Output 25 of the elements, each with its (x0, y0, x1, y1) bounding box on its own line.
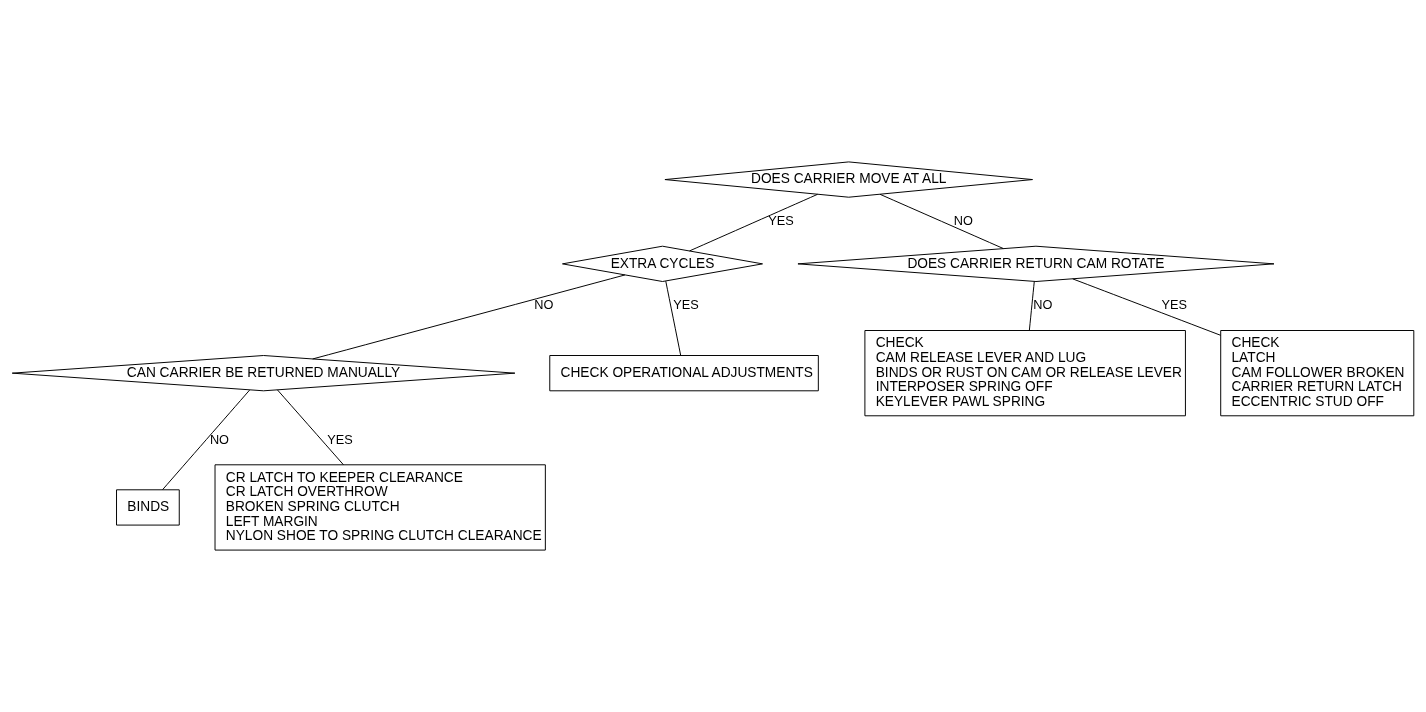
node-diamond: DOES CARRIER MOVE AT ALL (664, 161, 1033, 198)
connector (665, 280, 682, 356)
edge-label: YES (768, 213, 794, 229)
node-box: BINDS (116, 489, 180, 526)
edge-label: NO (534, 297, 554, 313)
node-box: CHECK CAM RELEASE LEVER AND LUG BINDS OR RUST ON CAM OR RELEASE LEVER INTERPOSER SPRING OFF KEYLEVER PAWL SPRING (864, 330, 1186, 417)
node-diamond: CAN CARRIER BE RETURNED MANUALLY (11, 355, 516, 392)
node-box: CHECK LATCH CAM FOLLOWER BROKEN CARRIER RETURN LATCH ECCENTRIC STUD OFF (1220, 330, 1415, 417)
node-box: CR LATCH TO KEEPER CLEARANCE CR LATCH OVERTHROW BROKEN SPRING CLUTCH LEFT MARGIN NYLON SHOE TO SPRING CLUTCH CLEARANCE (214, 464, 546, 551)
node-diamond: DOES CARRIER RETURN CAM ROTATE (797, 245, 1275, 282)
edge-label: YES (1161, 297, 1187, 313)
connector (1028, 281, 1035, 331)
node-diamond: EXTRA CYCLES (561, 245, 763, 282)
connector (879, 193, 1004, 249)
connector (689, 193, 819, 252)
node-box: CHECK OPERATIONAL ADJUSTMENTS (549, 355, 819, 392)
connector (312, 274, 626, 360)
connector (1072, 278, 1222, 336)
edge-label: YES (327, 431, 353, 447)
edge-label: NO (209, 431, 229, 447)
connector (162, 389, 251, 491)
edge-label: NO (953, 213, 973, 229)
edge-label: YES (673, 297, 699, 313)
edge-label: NO (1033, 297, 1053, 313)
connector (276, 389, 344, 466)
